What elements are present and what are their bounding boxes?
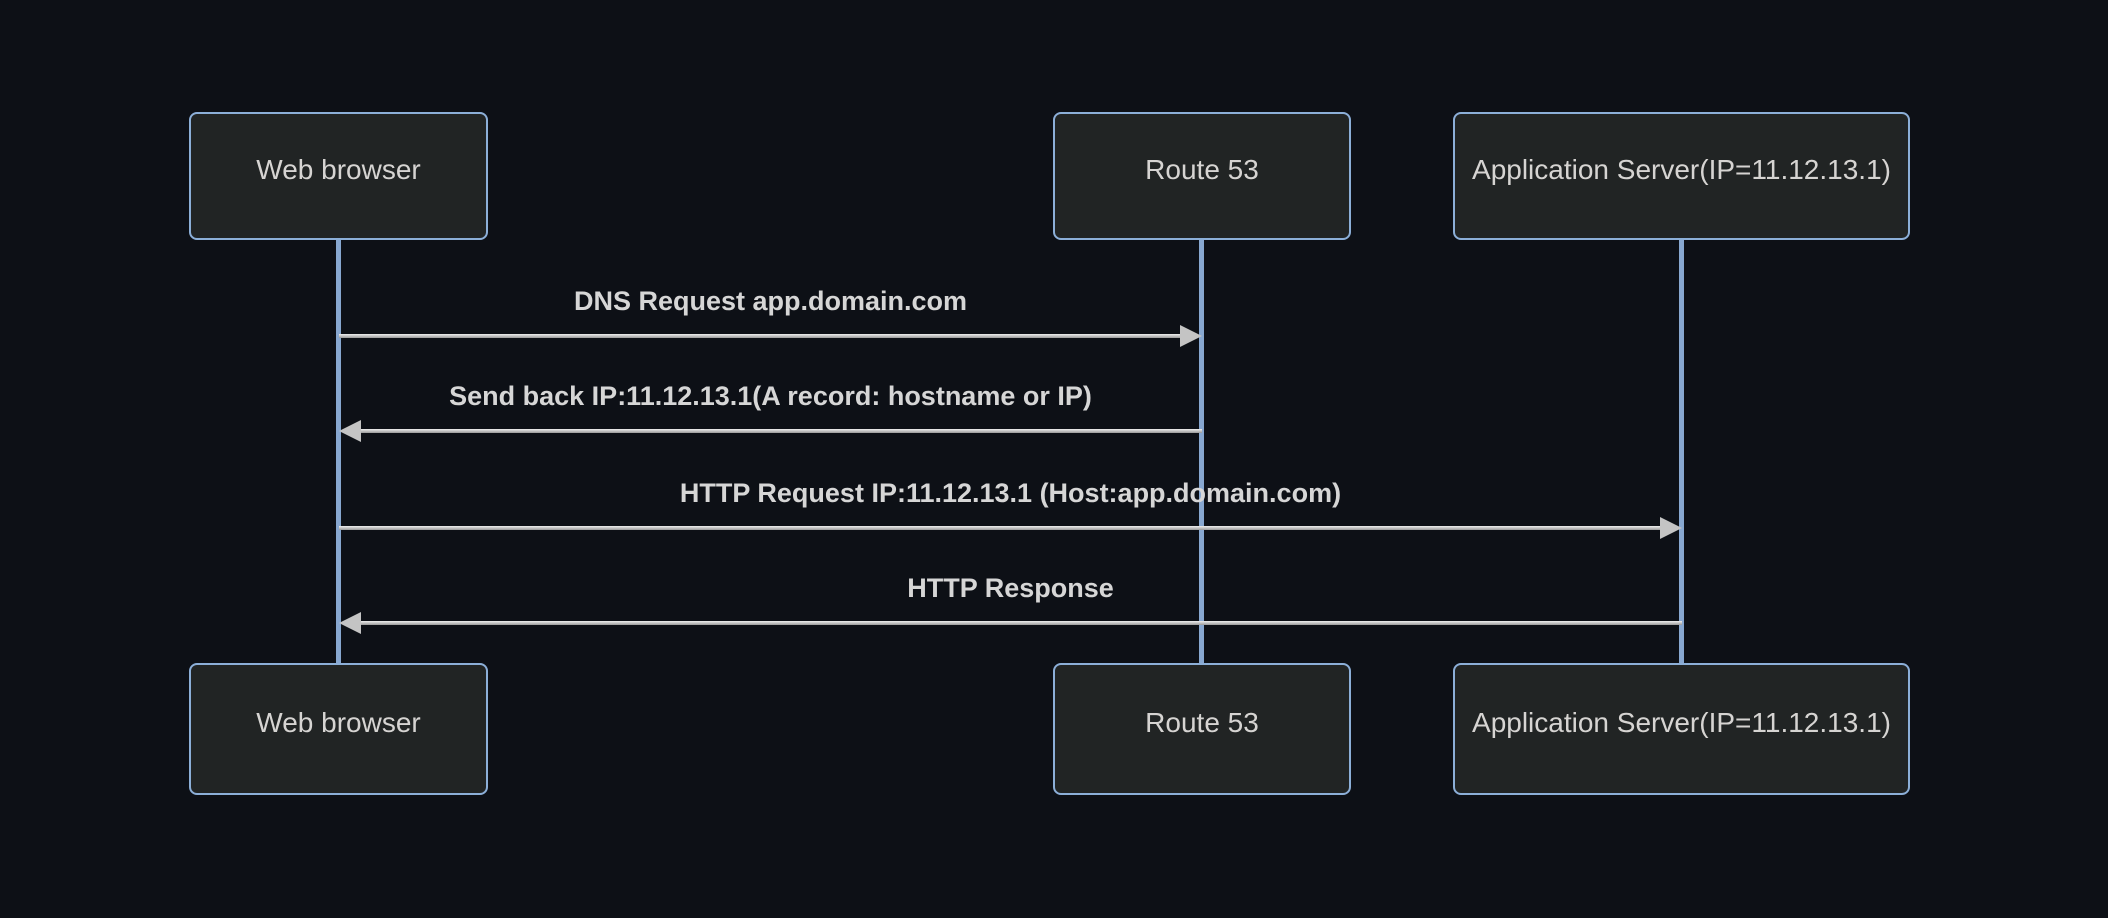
arrowhead-left-icon — [339, 420, 361, 442]
arrowhead-left-icon — [339, 612, 361, 634]
actor-label-application-server-top: Application Server(IP=11.12.13.1) — [1472, 154, 1891, 185]
message-line-dns-request — [339, 334, 1186, 338]
arrowhead-right-icon — [1180, 325, 1202, 347]
message-line-http-response — [355, 621, 1682, 625]
lifeline-web-browser — [336, 240, 341, 664]
actor-label-web-browser-bottom: Web browser — [256, 707, 421, 738]
message-label-http-response: HTTP Response — [907, 573, 1114, 603]
actor-label-web-browser-top: Web browser — [256, 154, 421, 185]
lifeline-route-53 — [1199, 240, 1204, 664]
actor-label-route-53-bottom: Route 53 — [1145, 707, 1259, 738]
message-label-dns-request: DNS Request app.domain.com — [573, 286, 968, 316]
actor-box-web-browser-bottom: Web browser — [189, 663, 488, 795]
actor-box-application-server-top: Application Server(IP=11.12.13.1) — [1453, 112, 1910, 240]
message-line-send-back-ip — [355, 429, 1202, 433]
message-line-http-request — [339, 526, 1666, 530]
actor-box-web-browser-top: Web browser — [189, 112, 488, 240]
actor-box-application-server-bottom: Application Server(IP=11.12.13.1) — [1453, 663, 1910, 795]
message-label-send-back-ip: Send back IP:11.12.13.1(A record: hostna… — [449, 381, 1092, 411]
arrowhead-right-icon — [1660, 517, 1682, 539]
message-label-http-request: HTTP Request IP:11.12.13.1 (Host:app.dom… — [679, 478, 1342, 508]
actor-label-route-53-top: Route 53 — [1145, 154, 1259, 185]
lifeline-application-server — [1679, 240, 1684, 664]
actor-box-route-53-top: Route 53 — [1053, 112, 1351, 240]
actor-label-application-server-bottom: Application Server(IP=11.12.13.1) — [1472, 707, 1891, 738]
actor-box-route-53-bottom: Route 53 — [1053, 663, 1351, 795]
